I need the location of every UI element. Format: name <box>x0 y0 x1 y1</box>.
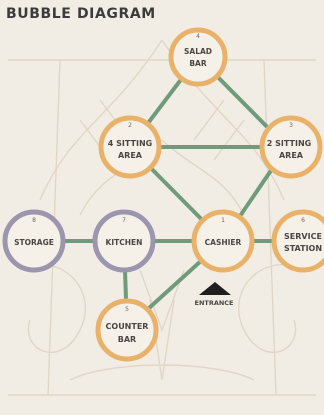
bubble-counter-bar[interactable]: 5 COUNTER BAR <box>98 301 156 359</box>
bubble-service-station[interactable]: 6 SERVICE STATION <box>274 212 324 270</box>
bubble-label: STORAGE <box>14 238 54 247</box>
bubble-label: BAR <box>118 335 136 344</box>
bubble-4-sitting-area[interactable]: 2 4 SITTING AREA <box>101 118 159 176</box>
bubble-label: 4 SITTING <box>108 139 152 148</box>
bubble-label: STATION <box>284 244 322 253</box>
bubble-label: COUNTER <box>106 322 149 331</box>
bubble-label: SERVICE <box>284 232 322 241</box>
bubble-label: BAR <box>189 59 207 68</box>
bubble-number: 5 <box>125 306 129 313</box>
bubble-number: 7 <box>122 217 126 224</box>
bubble-cashier[interactable]: 1 CASHIER <box>194 212 252 270</box>
bubble-label: AREA <box>118 151 143 160</box>
entrance-label: ENTRANCE <box>195 299 234 307</box>
bubble-label: SALAD <box>184 47 212 56</box>
connection-lines <box>34 57 299 328</box>
bubble-number: 6 <box>301 217 305 224</box>
bubble-label: 2 SITTING <box>267 139 311 148</box>
bubble-kitchen[interactable]: 7 KITCHEN <box>95 212 153 270</box>
bubble-label: KITCHEN <box>106 238 143 247</box>
bubble-storage[interactable]: 8 STORAGE <box>5 212 63 270</box>
bubble-number: 3 <box>289 122 293 129</box>
bubble-label: CASHIER <box>205 238 242 247</box>
entrance-arrow-icon <box>199 282 231 295</box>
bubble-number: 4 <box>196 33 200 40</box>
entrance-marker: ENTRANCE <box>195 282 234 307</box>
bubble-label: AREA <box>279 151 304 160</box>
bubble-number: 1 <box>221 217 225 224</box>
bubble-salad-bar[interactable]: 4 SALAD BAR <box>171 30 225 84</box>
bubble-number: 8 <box>32 217 36 224</box>
bubble-number: 2 <box>128 122 132 129</box>
bubble-2-sitting-area[interactable]: 3 2 SITTING AREA <box>262 118 320 176</box>
